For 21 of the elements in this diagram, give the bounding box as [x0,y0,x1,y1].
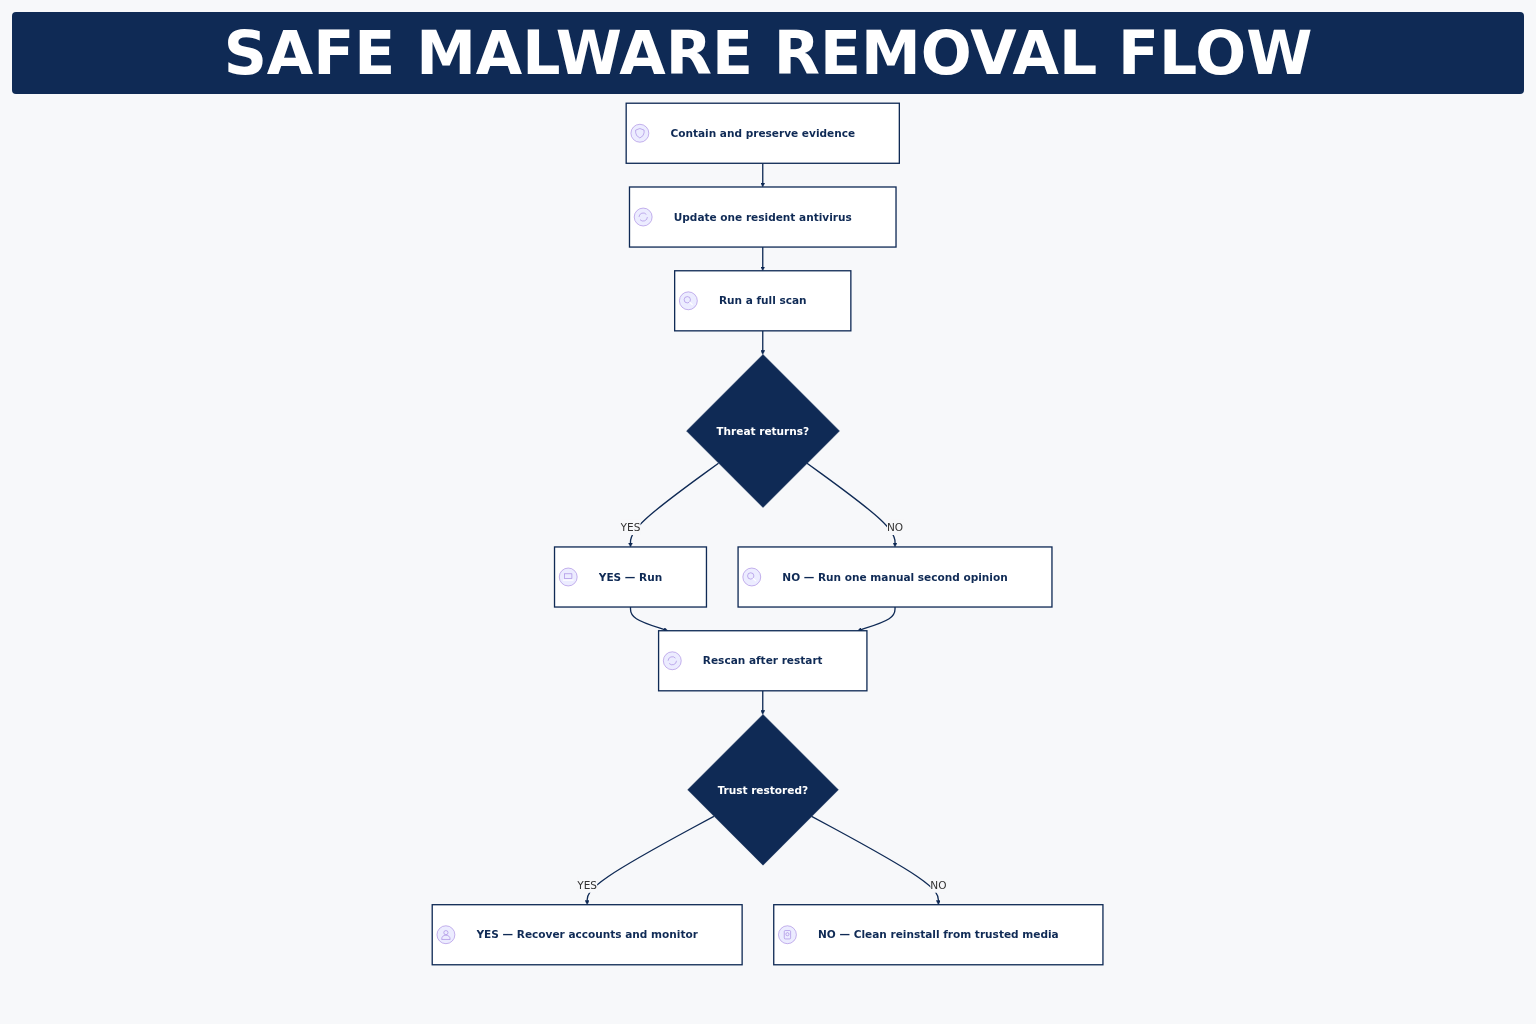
arrow [760,162,766,188]
process-box: Run a full scan [674,270,852,332]
arrow [857,606,897,632]
arrow [811,815,942,905]
process-box: Contain and preserve evidence [625,102,901,164]
process-box: NO — Run one manual second opinion [737,546,1054,608]
arrow [760,690,766,715]
process-box: NO — Clean reinstall from trusted media [773,904,1104,966]
decision-diamond: Trust restored? [687,714,840,866]
arrow [630,606,669,632]
process-box: Rescan after restart [658,630,868,692]
process-box: Update one resident antivirus [629,186,898,248]
arrow [806,462,898,548]
arrow [585,815,715,905]
arrow [760,330,766,355]
arrow [628,462,720,548]
decision-diamond: Threat returns? [686,354,841,508]
arrow [760,246,766,271]
process-box: YES — Recover accounts and monitor [431,904,744,966]
title-banner: SAFE MALWARE REMOVAL FLOW [12,12,1524,94]
process-box: YES — Run [554,546,708,608]
